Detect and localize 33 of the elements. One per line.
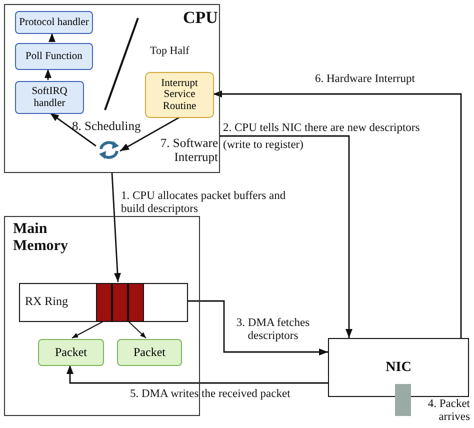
arrow: [44, 69, 52, 80]
edge-label: 8. Scheduling: [72, 120, 142, 134]
edge-label: 2. CPU tells NIC there are new descriptors (write to register): [223, 121, 421, 153]
ring-buffer: [19, 283, 188, 322]
edge-label: 3. DMA fetches descriptors: [235, 317, 311, 342]
arrow: [48, 33, 56, 42]
packet-box: Packet: [38, 339, 104, 366]
edge-label: 6. Hardware Interrupt: [315, 73, 416, 86]
section-label: 4. Packet arrives: [426, 398, 470, 424]
arrow: [213, 90, 462, 338]
arrow: [128, 320, 146, 338]
port-bar: [395, 384, 411, 416]
edge-label: 5. DMA writes the received packet: [130, 388, 292, 401]
arrow: [50, 112, 96, 147]
process-box: Poll Function: [15, 43, 93, 70]
arrow: [111, 172, 121, 282]
process-box: Protocol handler: [15, 11, 93, 34]
cpu-panel: [4, 4, 220, 173]
panel-title: Main Memory: [13, 221, 69, 254]
ring-label: RX Ring: [25, 295, 68, 308]
arrow: [220, 135, 352, 338]
section-label: Top Half: [150, 45, 190, 58]
process-box: SoftIRQ handler: [15, 81, 84, 114]
nic-box: NIC: [328, 338, 469, 397]
packet-box: Packet: [117, 339, 182, 366]
arrow: [120, 116, 180, 152]
routine-box: Interrupt Service Routine: [145, 72, 214, 118]
arrow: [72, 320, 104, 338]
edge-label: 7. Software Interrupt: [159, 137, 218, 164]
panel-title: CPU: [183, 9, 219, 28]
arrow: [187, 300, 328, 356]
arrow: [66, 365, 328, 384]
memory-panel: [4, 216, 200, 416]
